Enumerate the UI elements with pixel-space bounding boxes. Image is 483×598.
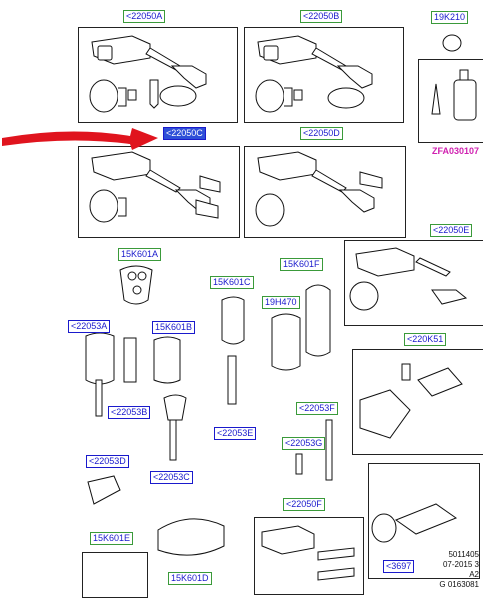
label-22050E[interactable]: <22050E <box>430 224 473 237</box>
remote-key-icon <box>85 332 115 385</box>
ref-zfa030107[interactable]: ZFA030107 <box>432 146 480 156</box>
emergency-blade-icon <box>325 419 333 481</box>
label-22050A[interactable]: <22050A <box>123 10 166 23</box>
lock-cylinder-icon <box>89 35 207 113</box>
label-22053D[interactable]: <22053D <box>86 455 129 468</box>
label-22053F[interactable]: <22053F <box>296 402 338 415</box>
ignition-lock-icon <box>359 389 411 439</box>
grease-tube-icon <box>453 79 477 121</box>
key-blade-icon <box>227 355 237 405</box>
label-15K601D[interactable]: 15K601D <box>168 572 212 585</box>
label-15K601A[interactable]: 15K601A <box>118 248 162 261</box>
drawing-date: 07-2015 3 <box>442 560 479 569</box>
red-arrow-icon <box>2 128 158 150</box>
label-22053E[interactable]: <22053E <box>214 427 257 440</box>
smart-key-icon <box>271 313 301 371</box>
key-fob-icon <box>119 265 153 305</box>
label-22050F[interactable]: <22050F <box>283 498 325 511</box>
key-blade-icon <box>123 337 137 383</box>
drawing-rev: A2 <box>469 570 479 579</box>
lock-cylinder-icon <box>261 525 315 555</box>
battery-icon <box>442 34 462 52</box>
key-fob-icon <box>221 296 245 345</box>
label-19H470[interactable]: 19H470 <box>262 296 300 309</box>
key-fob-icon <box>153 336 181 384</box>
drawing-code: G 0163081 <box>439 580 479 589</box>
label-22050D[interactable]: <22050D <box>300 127 343 140</box>
label-22053A[interactable]: <22053A <box>68 320 111 333</box>
key-blade-icon <box>87 475 121 505</box>
cylinder-icon <box>371 513 397 543</box>
label-15K601C[interactable]: 15K601C <box>210 276 254 289</box>
label-15K601E[interactable]: 15K601E <box>90 532 134 545</box>
drawing-number: 5011405 <box>448 550 479 559</box>
key-blade-icon <box>163 394 187 421</box>
grease-nozzle-icon <box>431 83 441 115</box>
lock-cylinder-icon <box>255 35 373 113</box>
lock-cylinder-icon <box>89 151 221 223</box>
smart-key-icon <box>157 518 225 556</box>
label-22053B[interactable]: <22053B <box>108 406 151 419</box>
label-22050B[interactable]: <22050B <box>300 10 343 23</box>
panel-15K601E <box>82 552 148 598</box>
label-19K210[interactable]: 19K210 <box>431 11 469 24</box>
label-22053G[interactable]: <22053G <box>282 437 326 450</box>
label-15K601F[interactable]: 15K601F <box>280 258 323 271</box>
label-22050C[interactable]: <22050C <box>163 127 206 140</box>
label-15K601B[interactable]: 15K601B <box>152 321 196 334</box>
label-3697[interactable]: <3697 <box>383 560 415 573</box>
label-220K51[interactable]: <220K51 <box>404 333 447 346</box>
drawing-reference: 5011405 07-2015 3 A2 G 0163081 <box>439 550 479 590</box>
insert-icon <box>295 453 303 475</box>
lock-cylinder-icon <box>349 247 468 311</box>
lock-cylinder-icon <box>255 151 383 227</box>
label-22053C[interactable]: <22053C <box>150 471 193 484</box>
